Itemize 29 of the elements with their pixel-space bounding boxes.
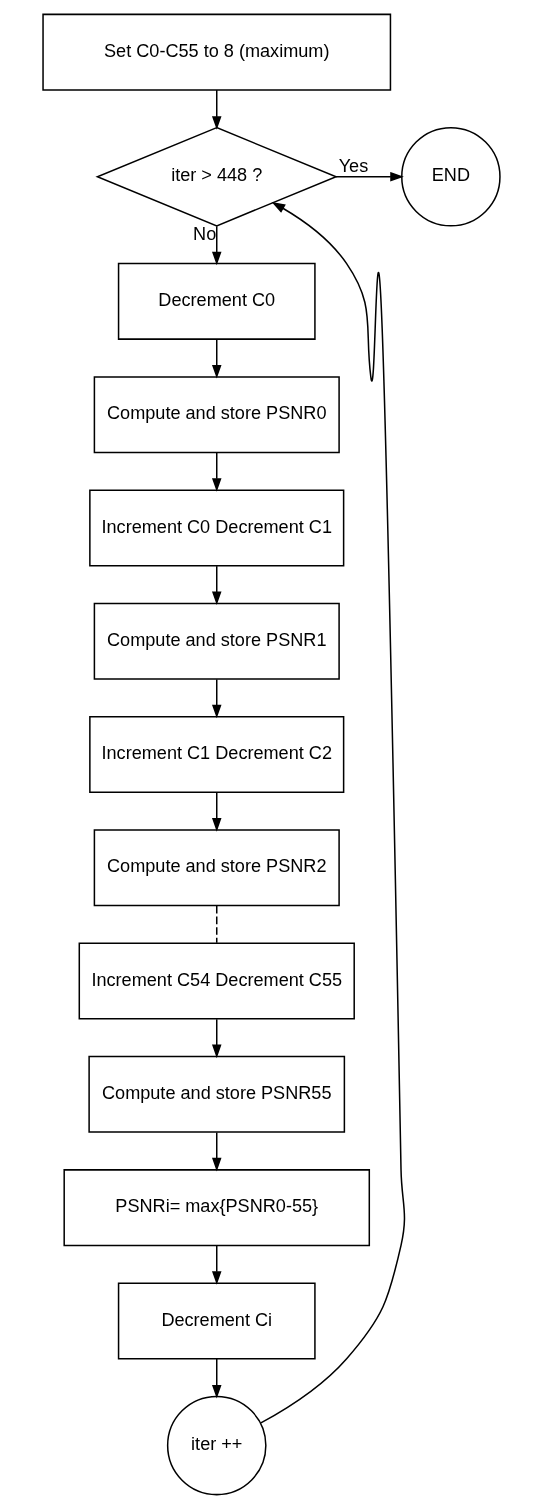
arrow bbox=[211, 678, 222, 719]
arrow bbox=[211, 791, 222, 832]
node-box: Decrement C0 bbox=[117, 262, 316, 340]
node-box: Compute and store PSNR0 bbox=[93, 376, 340, 454]
arrow bbox=[211, 1245, 222, 1285]
node-box: Compute and store PSNR2 bbox=[93, 829, 340, 907]
arrow bbox=[211, 1358, 222, 1399]
connector bbox=[216, 905, 218, 944]
arrow bbox=[211, 452, 222, 492]
arrow bbox=[335, 172, 404, 182]
node-box: PSNRi= max{PSNR0-55} bbox=[63, 1169, 371, 1247]
edge-label: Yes bbox=[338, 155, 369, 176]
node-box: Increment C1 Decrement C2 bbox=[89, 716, 345, 793]
arrow bbox=[260, 201, 406, 1424]
arrow bbox=[211, 89, 222, 130]
node-circle: iter ++ bbox=[166, 1395, 267, 1496]
arrow bbox=[211, 225, 222, 266]
node-box: Compute and store PSNR1 bbox=[93, 602, 340, 680]
arrow bbox=[211, 338, 222, 379]
arrow bbox=[211, 1018, 222, 1059]
node-circle: END bbox=[401, 126, 501, 227]
node-box: Decrement Ci bbox=[117, 1282, 316, 1360]
arrow bbox=[211, 1131, 222, 1172]
node-box: Set C0-C55 to 8 (maximum) bbox=[42, 13, 392, 91]
node-box: Increment C0 Decrement C1 bbox=[89, 489, 345, 567]
node-box: Increment C54 Decrement C55 bbox=[78, 942, 355, 1020]
node-diamond: iter > 448 ? bbox=[95, 126, 339, 227]
arrow bbox=[211, 565, 222, 606]
node-box: Compute and store PSNR55 bbox=[88, 1055, 346, 1133]
